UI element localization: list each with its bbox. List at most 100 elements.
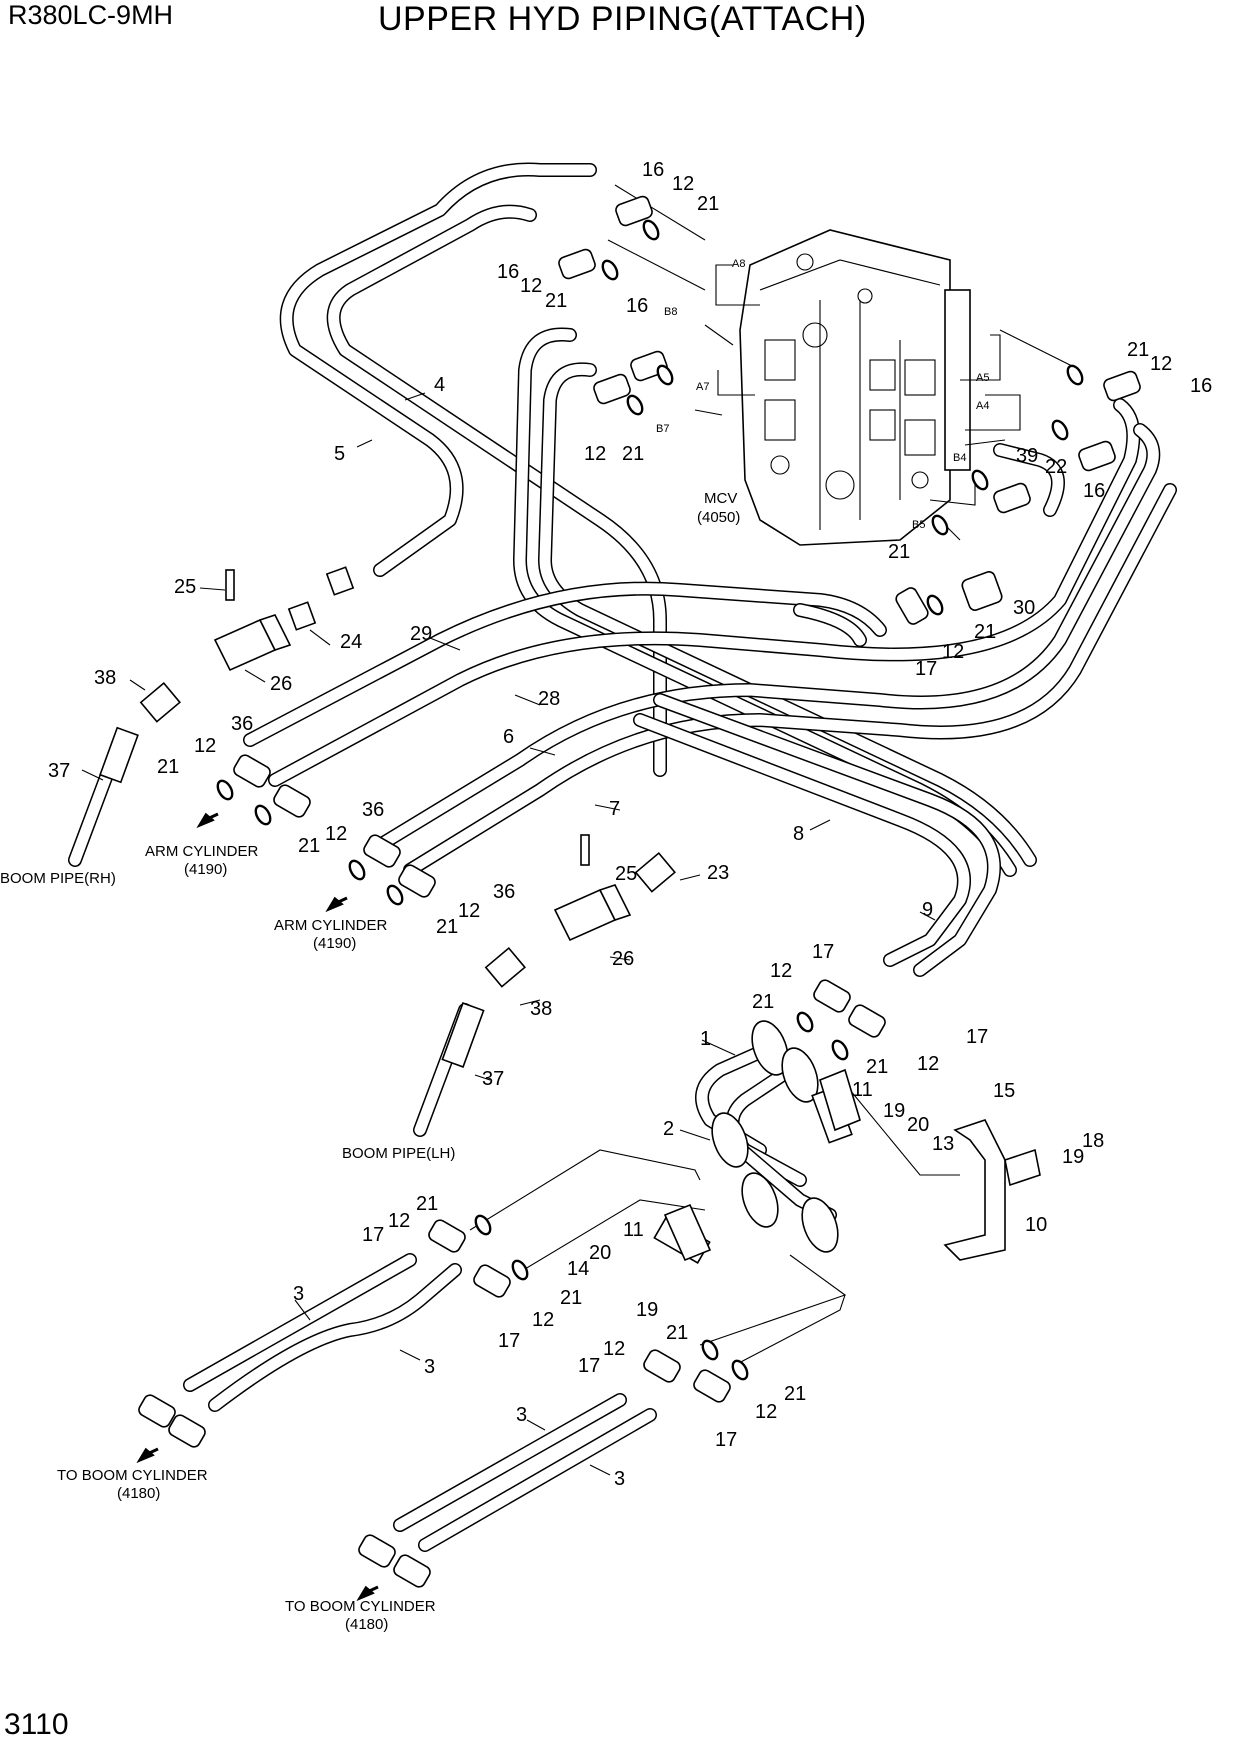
callout: 16 [1190,375,1212,397]
callout: 36 [493,881,515,903]
callout: 36 [231,713,253,735]
callout: 39 [1016,445,1038,467]
callout: 14 [567,1258,589,1280]
callout: 21 [560,1287,582,1309]
mcv-port-labels: A8 B8 A7 B7 A5 A4 B4 B5 [656,258,989,531]
callout: 21 [416,1193,438,1215]
callout: 25 [615,863,637,885]
callout: 3 [293,1283,304,1305]
callout: 3 [614,1468,625,1490]
bracket-10 [943,1119,1041,1261]
callout: 21 [1127,339,1149,361]
callout: 21 [866,1056,888,1078]
callout: 12 [1150,353,1172,375]
callout: 16 [497,261,519,283]
destination-ref: (4180) [345,1616,388,1633]
callout: 21 [157,756,179,778]
callout: 4 [434,374,445,396]
callout: 21 [752,991,774,1013]
callout: 12 [194,735,216,757]
callout: 12 [755,1401,777,1423]
callout: 17 [812,941,834,963]
callout: 6 [503,726,514,748]
callout: 16 [626,295,648,317]
mcv-name: MCV [704,490,737,507]
callout: 21 [974,621,996,643]
page-title: UPPER HYD PIPING(ATTACH) [378,0,867,38]
callout: 30 [1013,597,1035,619]
callout: 29 [410,623,432,645]
callout: 37 [482,1068,504,1090]
callout: 17 [915,658,937,680]
callout: 17 [362,1224,384,1246]
port-label: A7 [696,381,709,393]
callout: 12 [770,960,792,982]
port-label: A4 [976,400,989,412]
callout: 16 [1083,480,1105,502]
callout: 17 [578,1355,600,1377]
callout: 23 [707,862,729,884]
destination-name: ARM CYLINDER [274,917,388,934]
mcv-ref: (4050) [697,509,740,526]
callout: 28 [538,688,560,710]
port-label: B8 [664,306,677,318]
callout: 22 [1045,456,1067,478]
callout: 26 [270,673,292,695]
boom-pipe-lh [413,1002,485,1137]
callout: 20 [589,1242,611,1264]
pipe-flanges [653,1020,853,1264]
callout: 20 [907,1114,929,1136]
callout: 9 [922,899,933,921]
callout: 7 [609,798,620,820]
callout: 17 [498,1330,520,1352]
callout-labels: 16 12 21 16 12 21 16 12 21 4 5 21 12 16 … [48,159,1212,1490]
callout: 21 [888,541,910,563]
callout: 38 [530,998,552,1020]
o-rings [216,219,1084,1381]
destination-labels: ARM CYLINDER (4190) ARM CYLINDER (4190) … [0,843,455,1633]
hose-group-upper [243,162,1177,977]
port-label: B4 [953,452,966,464]
callout: 21 [697,193,719,215]
callout: 12 [520,275,542,297]
callout: 21 [298,835,320,857]
boom-pipe-label: BOOM PIPE(RH) [0,870,116,887]
flange-clamps [138,195,1141,1588]
callout: 17 [966,1026,988,1048]
callout: 1 [700,1028,711,1050]
port-label: B7 [656,423,669,435]
callout: 12 [942,641,964,663]
callout: 26 [612,948,634,970]
callout: 15 [993,1080,1015,1102]
port-leaders [607,184,1081,541]
destination-ref: (4190) [184,861,227,878]
model-number: R380LC-9MH [8,0,174,30]
callout: 17 [715,1429,737,1451]
mcv-label: MCV (4050) [697,490,740,526]
callout: 19 [1062,1146,1084,1168]
destination-name: ARM CYLINDER [145,843,259,860]
callout: 24 [340,631,362,653]
callout: 21 [666,1322,688,1344]
callout: 12 [388,1210,410,1232]
boom-pipe-rh [68,726,139,867]
callout: 3 [424,1356,435,1378]
callout: 11 [623,1219,644,1241]
boom-hose-group-2 [393,1393,657,1552]
callout: 21 [436,916,458,938]
boom-pipe-label: BOOM PIPE(LH) [342,1145,455,1162]
callout: 21 [545,290,567,312]
callout: 12 [672,173,694,195]
callout: 12 [532,1309,554,1331]
callout: 36 [362,799,384,821]
callout: 19 [636,1299,658,1321]
clamp-11 [663,1068,861,1262]
callout: 8 [793,823,804,845]
callout: 25 [174,576,196,598]
block-fittings [139,566,676,988]
callout: 12 [325,823,347,845]
mcv-valve-block [739,229,971,546]
port-label: A5 [976,372,989,384]
callout-leaders [81,392,936,1476]
callout: 19 [883,1100,905,1122]
